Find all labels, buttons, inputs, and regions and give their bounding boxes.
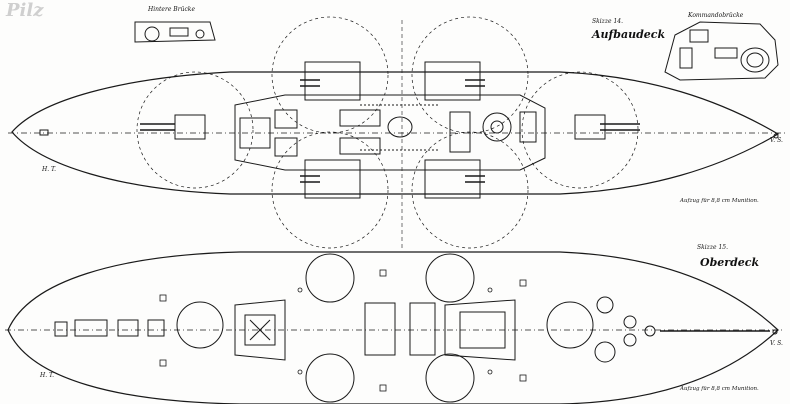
stern-mark-upper: H. T. [42, 166, 57, 173]
command-bridge-label: Kommandobrücke [688, 12, 744, 19]
barbette-bow [546, 301, 594, 349]
bow-mark-upper: V. S. [770, 137, 783, 144]
fwd-casemate [444, 299, 516, 361]
turret-platform-4 [424, 159, 481, 199]
barbette-1 [305, 253, 355, 303]
lower-deck-title: Oberdeck [700, 256, 760, 269]
turret-arc-fwd-left [271, 16, 389, 134]
turret-platform-2 [424, 61, 481, 101]
lower-deck-plan [5, 251, 785, 404]
rear-bridge-inset [134, 21, 216, 43]
barbette-stern [176, 301, 224, 349]
upper-superstructure [234, 94, 546, 171]
turret-platform-1 [304, 61, 361, 101]
upper-deck-plan [8, 16, 785, 250]
watermark-logo: Pilz [6, 0, 44, 21]
barbette-4 [425, 353, 475, 403]
upper-hull-outline [11, 71, 780, 195]
aft-casemate [234, 299, 286, 361]
turret-platform-3 [304, 159, 361, 199]
command-bridge-inset [664, 21, 779, 81]
bow-mark-lower: V. S. [770, 340, 783, 347]
stern-fittings [54, 319, 165, 337]
sketch-lower-number: Skizze 15. [697, 244, 728, 251]
stern-mark-lower: H. T. [40, 372, 55, 379]
ammo-hoist-note-lower: Aufzug für 8,8 cm Munition. [680, 386, 759, 392]
sketch-upper-number: Skizze 14. [592, 18, 623, 25]
bow-capstans [594, 296, 778, 363]
barbette-3 [305, 353, 355, 403]
turret-arc-aft-left [271, 131, 389, 249]
turret-arc-stern [136, 71, 254, 189]
barbette-2 [425, 253, 475, 303]
ammo-hoist-note-upper: Aufzug für 8,8 cm Munition. [680, 198, 759, 204]
lower-hull-outline [7, 251, 779, 404]
upper-deck-title: Aufbaudeck [592, 28, 666, 41]
rear-bridge-label: Hintere Brücke [148, 6, 195, 13]
